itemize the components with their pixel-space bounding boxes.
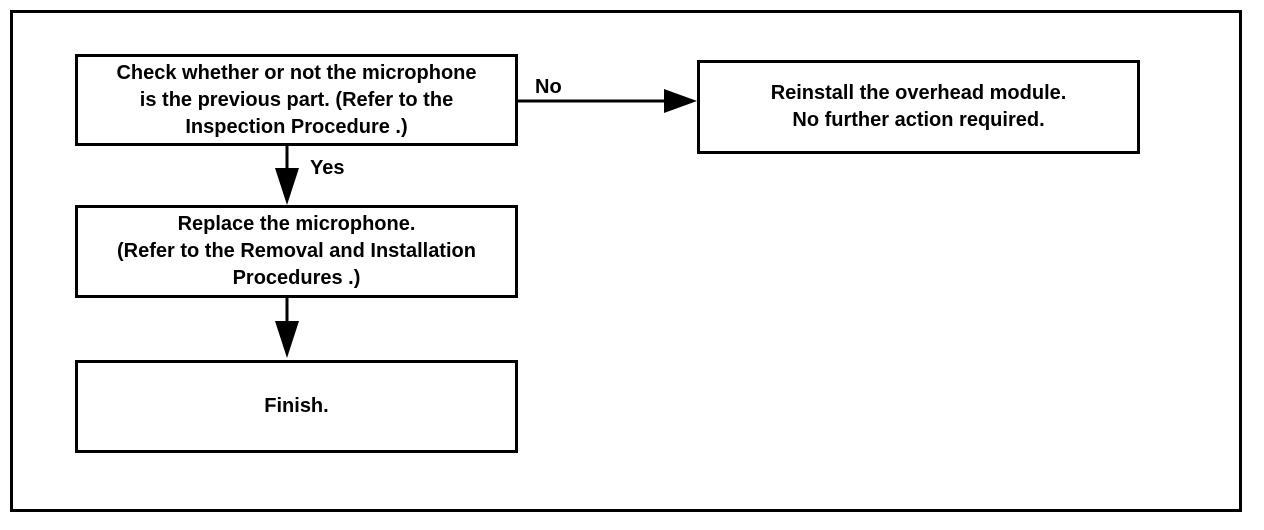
check-step-line-2: is the previous part. (Refer to the [139,88,454,111]
replace-step-line-1: Replace the microphone. [177,213,416,235]
replace-step-line-2: (Refer to the Removal and Installation [117,240,476,262]
arrow-no-head [664,89,697,113]
reinstall-step-line-1: Reinstall the overhead module. [770,82,1067,104]
finish-step-line-1: Finish. [264,395,329,417]
arrow-yes-head [275,168,299,205]
check-microphone-step: Check whether or not the microphone is t… [75,54,518,146]
finish-step: Finish. [75,360,518,453]
arrow-finish-head [275,321,299,358]
replace-microphone-step: Replace the microphone. (Refer to the Re… [75,205,518,298]
diagram-frame [10,10,1242,512]
edge-label-yes: Yes [310,157,345,179]
edge-label-no: No [535,76,562,98]
check-step-line-3: Inspection Procedure .) [185,115,408,138]
reinstall-module-step: Reinstall the overhead module. No furthe… [697,60,1140,154]
check-step-line-1: Check whether or not the microphone [116,61,477,84]
replace-step-line-3: Procedures .) [232,267,361,289]
reinstall-step-line-2: No further action required. [792,109,1045,131]
